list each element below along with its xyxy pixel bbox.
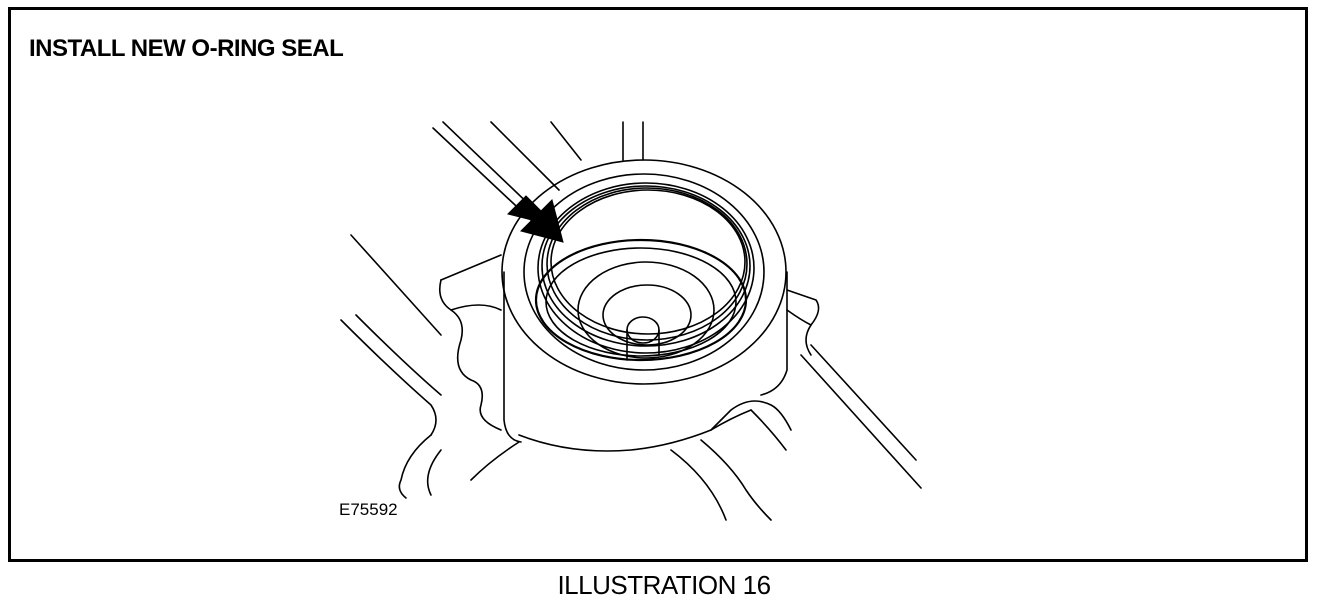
reference-code: E75592 — [339, 500, 398, 519]
illustration-title: INSTALL NEW O-RING SEAL — [29, 35, 344, 62]
illustration-frame: INSTALL NEW O-RING SEAL — [8, 7, 1308, 562]
illustration-caption: ILLUSTRATION 16 — [557, 570, 771, 600]
arrow-down-right-icon — [507, 195, 564, 243]
o-ring-housing-drawing — [340, 121, 922, 521]
